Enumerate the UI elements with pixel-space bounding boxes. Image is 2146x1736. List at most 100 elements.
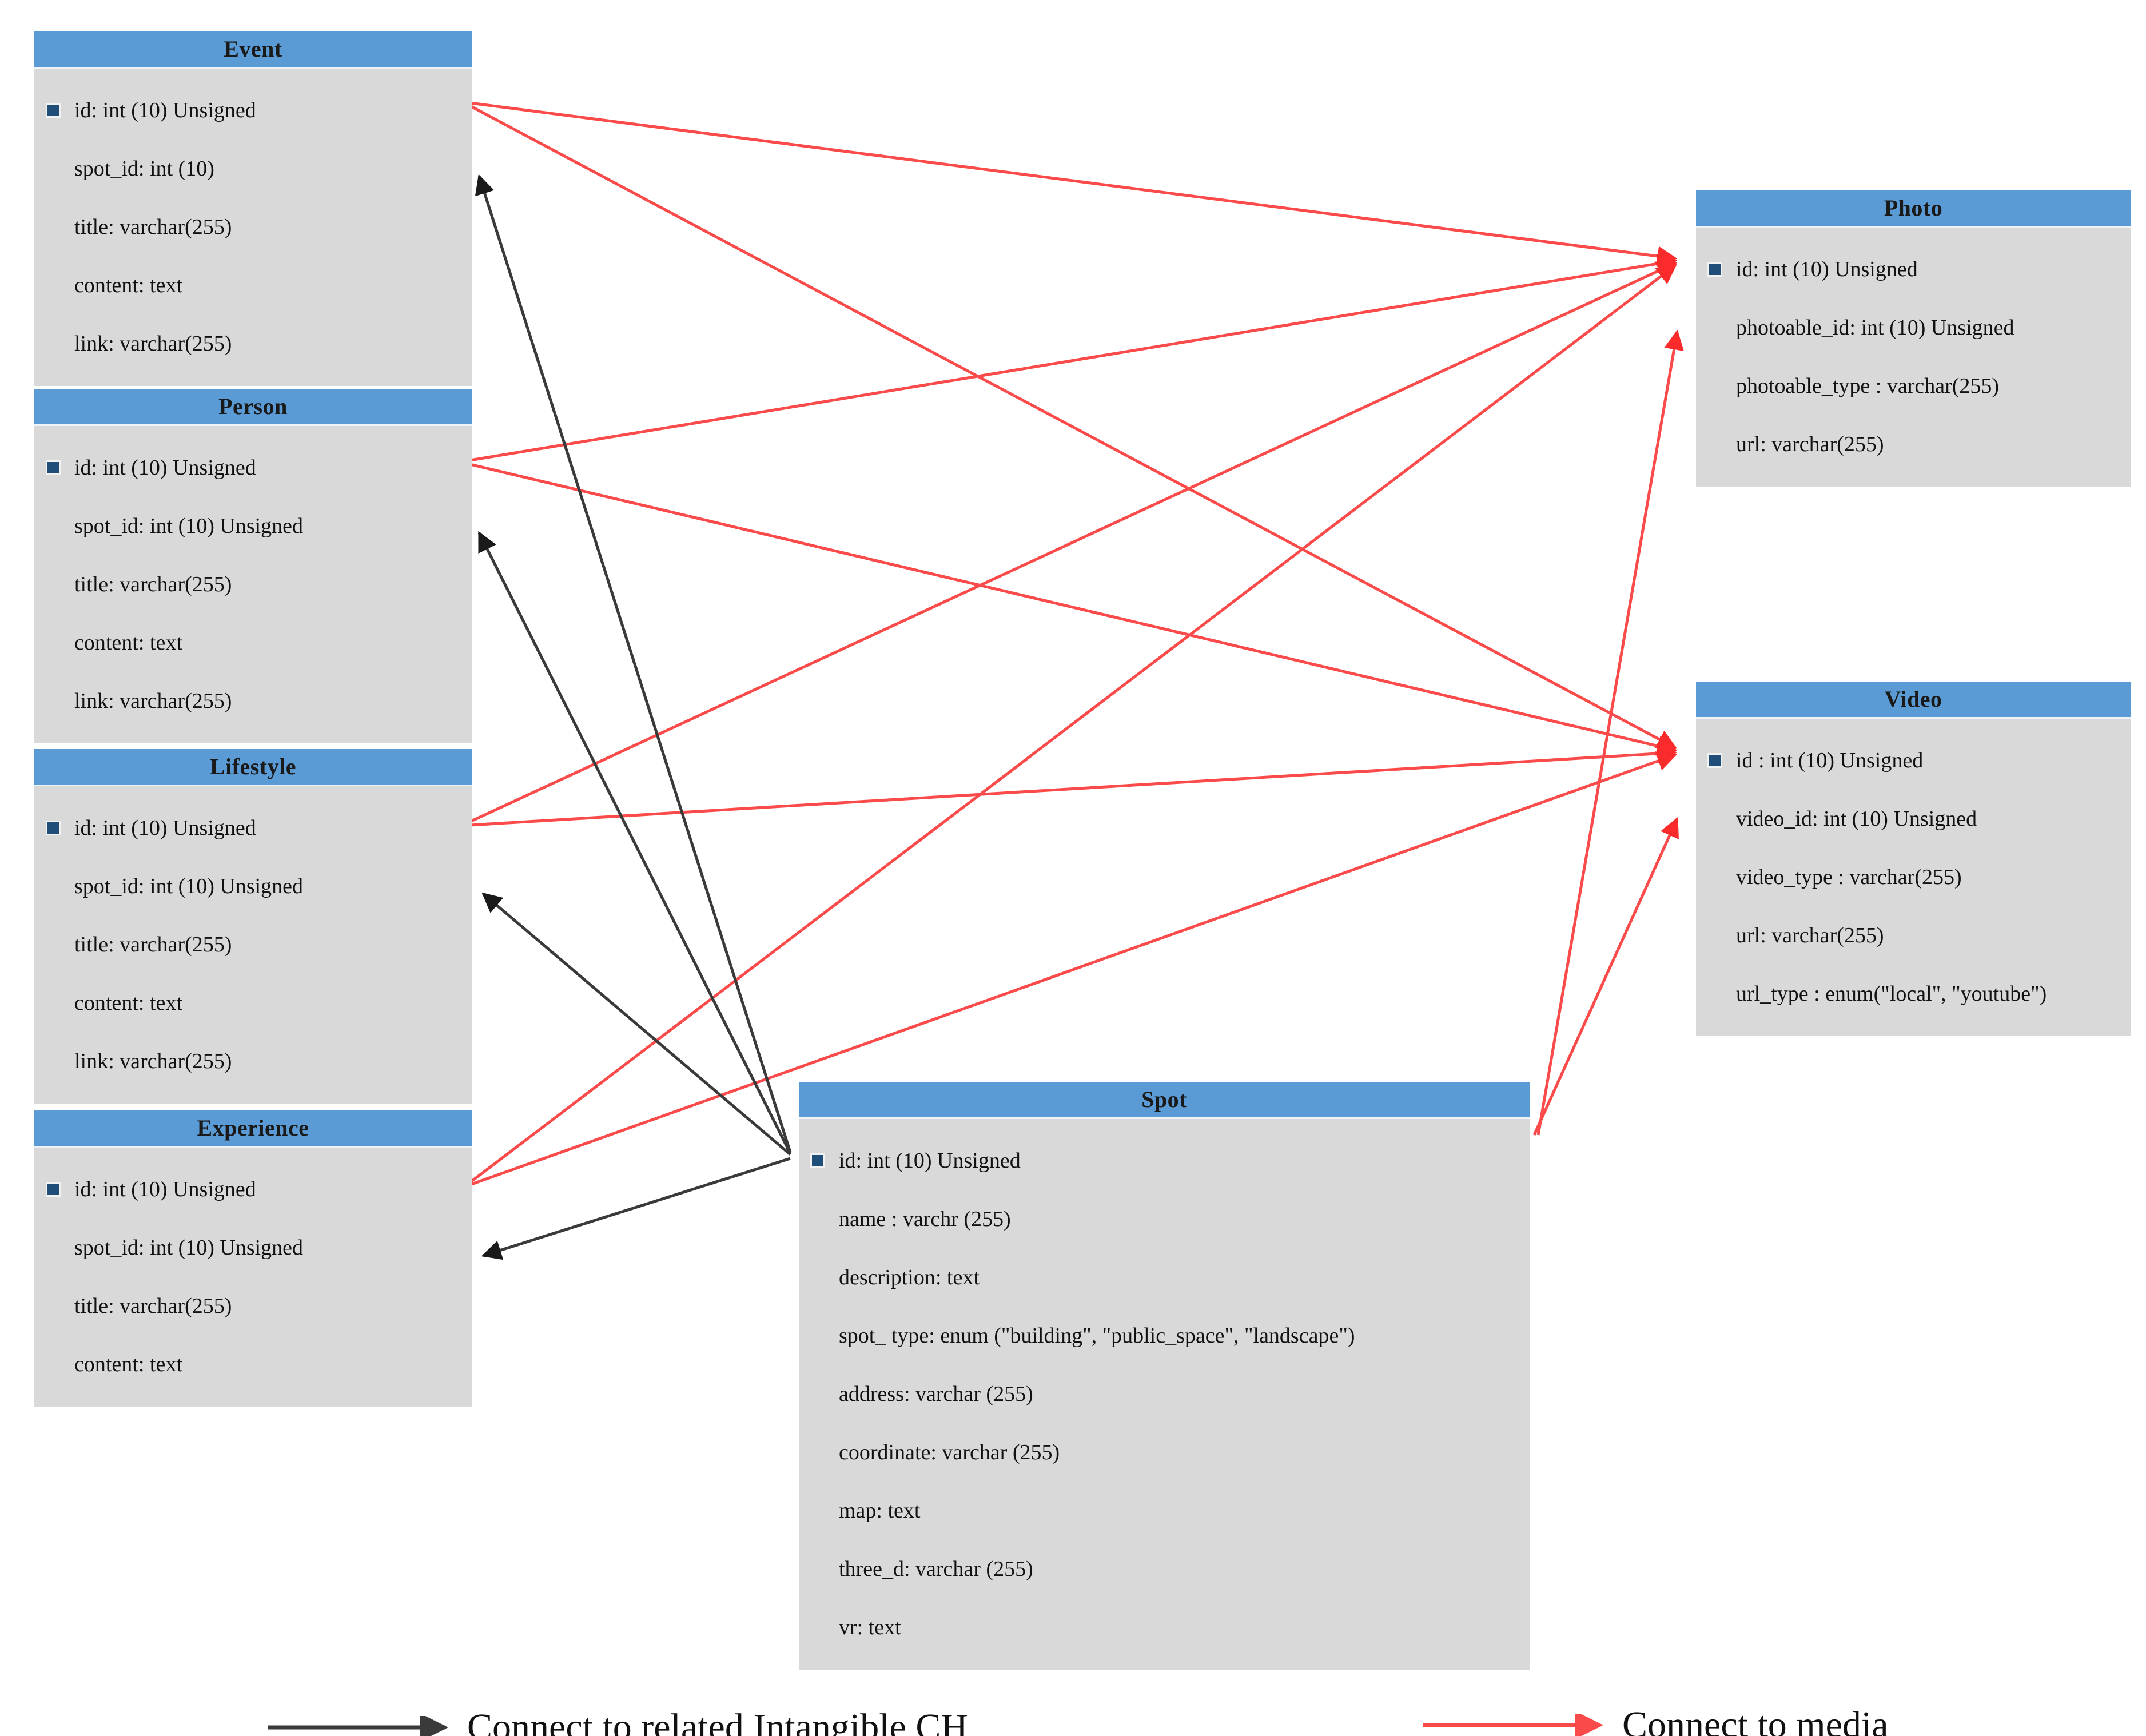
field-row[interactable]: content: text (34, 974, 472, 1032)
field-label: spot_id: int (10) Unsigned (74, 514, 304, 538)
media-link-experience-to-photo (469, 264, 1677, 1184)
entity-title-experience: Experience (34, 1110, 472, 1148)
primary-key-icon (46, 1182, 61, 1197)
field-row[interactable]: id: int (10) Unsigned (34, 81, 472, 140)
field-row[interactable]: photoable_type : varchar(255) (1696, 357, 2131, 415)
field-row[interactable]: map: text (799, 1482, 1530, 1540)
intangible-link-spot-to-event (475, 174, 792, 1153)
field-label: description: text (839, 1265, 980, 1289)
field-row[interactable]: id : int (10) Unsigned (1696, 731, 2131, 790)
field-row[interactable]: content: text (34, 614, 472, 672)
field-row[interactable]: link: varchar(255) (34, 314, 472, 373)
media-link-person-to-photo (469, 253, 1678, 462)
field-label: spot_ type: enum ("building", "public_sp… (839, 1324, 1355, 1348)
field-row[interactable]: id: int (10) Unsigned (34, 799, 472, 857)
field-label: id: int (10) Unsigned (74, 98, 256, 122)
field-label: address: varchar (255) (839, 1382, 1033, 1406)
field-label: coordinate: varchar (255) (839, 1440, 1060, 1464)
field-row[interactable]: id: int (10) Unsigned (34, 439, 472, 497)
primary-key-icon (46, 103, 61, 118)
entity-spot[interactable]: Spot id: int (10) Unsigned name : varchr (… (799, 1082, 1530, 1670)
field-label: title: varchar(255) (74, 1294, 232, 1318)
entity-fields-event: id: int (10) Unsigned spot_id: int (10) ti… (34, 69, 472, 388)
field-label: id: int (10) Unsigned (1736, 257, 1918, 281)
field-row[interactable]: url: varchar(255) (1696, 415, 2131, 473)
legend-arrow-media-icon (1421, 1711, 1610, 1736)
field-label: vr: text (839, 1615, 901, 1639)
field-row[interactable]: spot_id: int (10) Unsigned (34, 857, 472, 915)
entity-title-spot: Spot (799, 1082, 1530, 1119)
field-label: url: varchar(255) (1736, 432, 1884, 456)
intangible-link-spot-to-experience (481, 1157, 791, 1260)
field-row[interactable]: title: varchar(255) (34, 915, 472, 974)
field-row[interactable]: link: varchar(255) (34, 1032, 472, 1090)
legend-label-media: Connect to media (1622, 1704, 1889, 1736)
field-label: id: int (10) Unsigned (74, 816, 256, 840)
entity-title-event: Event (34, 31, 472, 69)
media-link-lifestyle-to-photo (469, 261, 1678, 823)
field-label: title: varchar(255) (74, 572, 232, 596)
field-label: photoable_id: int (10) Unsigned (1736, 316, 2014, 340)
field-row[interactable]: title: varchar(255) (34, 1277, 472, 1335)
media-link-person-to-video (469, 463, 1678, 756)
field-row[interactable]: three_d: varchar (255) (799, 1540, 1530, 1598)
field-label: id: int (10) Unsigned (839, 1149, 1021, 1173)
legend-item-intangible: Connect to related Intangible CH (266, 1709, 968, 1736)
field-label: id: int (10) Unsigned (74, 456, 256, 480)
field-row[interactable]: id: int (10) Unsigned (34, 1160, 472, 1219)
field-label: video_id: int (10) Unsigned (1736, 807, 1977, 831)
primary-key-icon (810, 1153, 825, 1168)
entity-fields-experience: id: int (10) Unsigned spot_id: int (10) U… (34, 1148, 472, 1408)
field-row[interactable]: id: int (10) Unsigned (1696, 240, 2131, 298)
field-label: video_type : varchar(255) (1736, 865, 1962, 889)
field-row[interactable]: id: int (10) Unsigned (799, 1132, 1530, 1190)
field-row[interactable]: video_id: int (10) Unsigned (1696, 790, 2131, 848)
entity-title-video: Video (1696, 682, 2131, 719)
media-link-event-to-video (469, 104, 1678, 750)
field-label: spot_id: int (10) (74, 157, 214, 181)
entity-fields-video: id : int (10) Unsigned video_id: int (10)… (1696, 719, 2131, 1038)
entity-experience[interactable]: Experience id: int (10) Unsigned spot_id: … (34, 1110, 472, 1407)
field-label: spot_id: int (10) Unsigned (74, 874, 304, 898)
field-label: link: varchar(255) (74, 1049, 232, 1073)
entity-fields-person: id: int (10) Unsigned spot_id: int (10) U… (34, 426, 472, 745)
entity-event[interactable]: Event id: int (10) Unsigned spot_id: int (… (34, 31, 472, 386)
field-row[interactable]: title: varchar(255) (34, 198, 472, 256)
media-link-event-to-photo (469, 101, 1678, 266)
field-label: content: text (74, 273, 182, 297)
entity-fields-photo: id: int (10) Unsigned photoable_id: int (… (1696, 228, 2131, 488)
field-row[interactable]: spot_id: int (10) Unsigned (34, 497, 472, 555)
field-row[interactable]: link: varchar(255) (34, 672, 472, 730)
field-row[interactable]: spot_ type: enum ("building", "public_sp… (799, 1307, 1530, 1365)
field-row[interactable]: vr: text (799, 1598, 1530, 1657)
field-label: url_type : enum("local", "youtube") (1736, 982, 2047, 1006)
primary-key-icon (1707, 262, 1722, 277)
field-row[interactable]: address: varchar (255) (799, 1365, 1530, 1423)
field-row[interactable]: video_type : varchar(255) (1696, 848, 2131, 906)
field-label: spot_id: int (10) Unsigned (74, 1236, 304, 1260)
field-row[interactable]: title: varchar(255) (34, 555, 472, 614)
field-label: url: varchar(255) (1736, 923, 1884, 947)
primary-key-icon (1707, 753, 1722, 768)
intangible-connector-group (475, 174, 792, 1260)
field-row[interactable]: url: varchar(255) (1696, 906, 2131, 965)
field-row[interactable]: spot_id: int (10) (34, 140, 472, 198)
field-row[interactable]: content: text (34, 1335, 472, 1393)
field-row[interactable]: coordinate: varchar (255) (799, 1423, 1530, 1482)
field-row[interactable]: description: text (799, 1248, 1530, 1307)
legend-arrow-intangible-icon (266, 1713, 455, 1736)
entity-video[interactable]: Video id : int (10) Unsigned video_id: int… (1696, 682, 2131, 1036)
field-label: photoable_type : varchar(255) (1736, 374, 2000, 398)
field-row[interactable]: spot_id: int (10) Unsigned (34, 1219, 472, 1277)
media-link-lifestyle-to-video (469, 743, 1678, 827)
field-row[interactable]: content: text (34, 256, 472, 314)
field-row[interactable]: name : varchr (255) (799, 1190, 1530, 1248)
field-row[interactable]: photoable_id: int (10) Unsigned (1696, 298, 2131, 357)
field-row[interactable]: url_type : enum("local", "youtube") (1696, 965, 2131, 1023)
field-label: title: varchar(255) (74, 933, 232, 957)
field-label: content: text (74, 631, 182, 655)
